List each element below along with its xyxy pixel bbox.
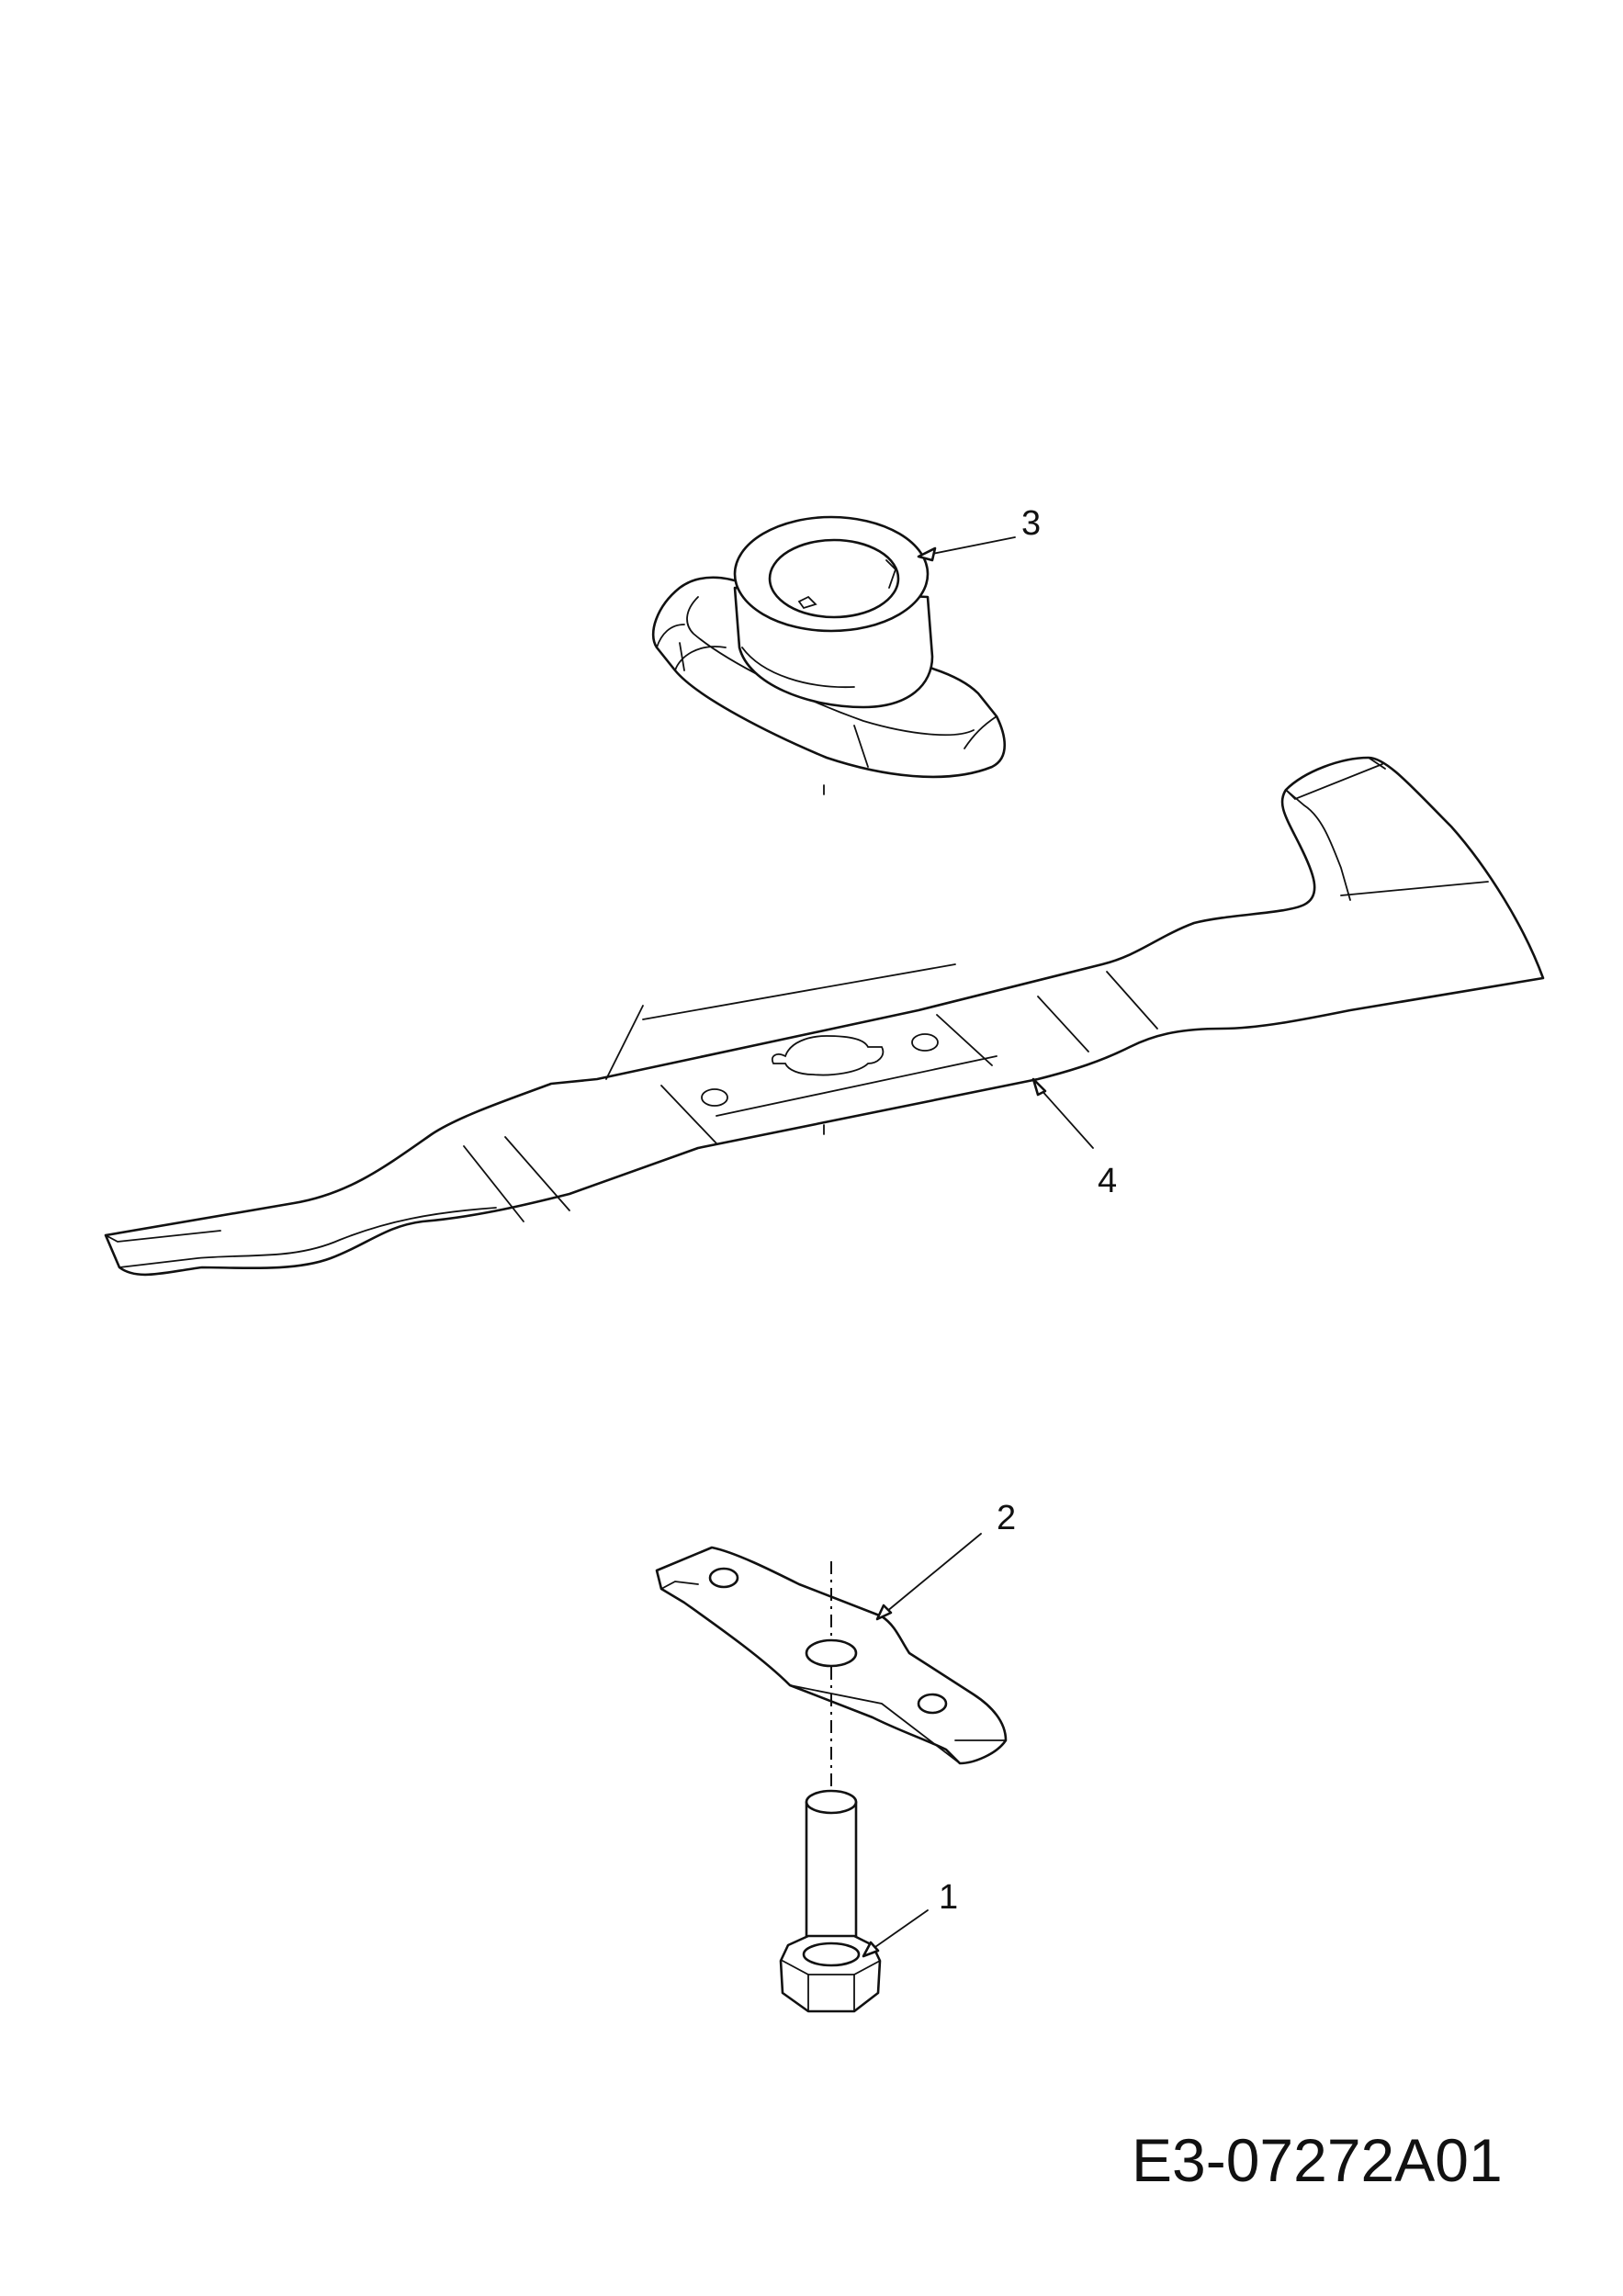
arrowhead-1 (862, 1941, 880, 1958)
callout-3[interactable]: 3 (917, 504, 1041, 562)
drawing-number: E3-07272A01 (1132, 2126, 1503, 2194)
callout-label-1: 1 (939, 1878, 958, 1917)
callout-1[interactable]: 1 (862, 1878, 958, 1958)
arrowhead-2 (875, 1604, 893, 1621)
leader-line-4 (1039, 1087, 1094, 1149)
blade-support-part[interactable] (655, 1546, 1008, 1765)
bolt-part[interactable] (779, 1789, 882, 2013)
arrowhead-4 (1031, 1077, 1047, 1097)
callout-label-2: 2 (997, 1499, 1016, 1537)
callout-4[interactable]: 4 (1031, 1077, 1117, 1200)
blade-part[interactable] (104, 756, 1545, 1277)
callout-2[interactable]: 2 (875, 1499, 1016, 1621)
arrowhead-3 (917, 546, 937, 562)
leader-line-3 (931, 536, 1016, 555)
leader-line-1 (872, 1909, 929, 1950)
blade-adapter-part[interactable] (651, 515, 1006, 779)
callout-label-4: 4 (1098, 1162, 1117, 1200)
leader-line-2 (885, 1533, 982, 1613)
callout-label-3: 3 (1021, 504, 1041, 543)
